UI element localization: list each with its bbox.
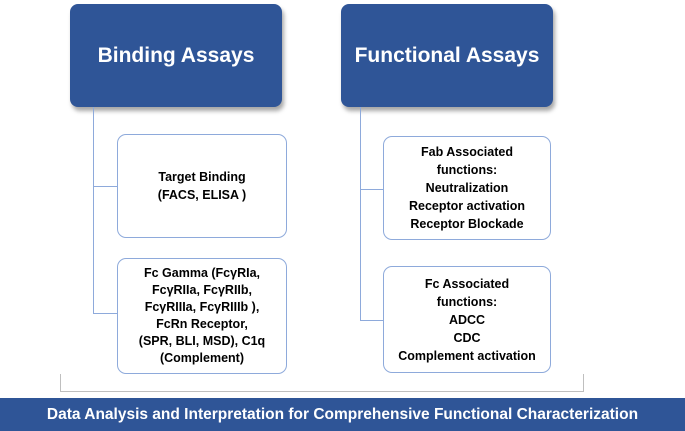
fc-associated-box: Fc Associated functions: ADCC CDC Comple… [383, 266, 551, 373]
target-binding-box: Target Binding (FACS, ELISA ) [117, 134, 287, 238]
fc-gamma-line-3: FcγRIIIa, FcγRIIIb ), [144, 300, 260, 314]
fc-gamma-line-4: FcRn Receptor, [156, 317, 248, 331]
functional-connector-branch-1 [360, 189, 383, 190]
fab-associated-line-5: Receptor Blockade [410, 217, 524, 231]
target-binding-line-1: Target Binding [158, 170, 246, 184]
fab-associated-line-3: Neutralization [425, 181, 509, 195]
binding-assays-header: Binding Assays [70, 4, 282, 107]
fc-gamma-line-2: FcγRIIa, FcγRIIb, [151, 283, 253, 297]
fc-gamma-line-5: (SPR, BLI, MSD), C1q [138, 334, 266, 348]
binding-connector-branch-2 [93, 313, 117, 314]
fc-associated-line-4: CDC [453, 330, 481, 345]
footer-text: Data Analysis and Interpretation for Com… [46, 405, 639, 423]
functional-assays-title: Functional Assays [354, 43, 540, 67]
fc-associated-line-3: ADCC [448, 312, 486, 327]
fc-gamma-line-6: (Complement) [159, 351, 245, 365]
functional-assays-header: Functional Assays [341, 4, 553, 107]
fab-associated-line-2: functions: [436, 163, 498, 177]
binding-connector-branch-1 [93, 186, 117, 187]
target-binding-line-2: (FACS, ELISA ) [157, 188, 247, 202]
fab-associated-box: Fab Associated functions: Neutralization… [383, 136, 551, 240]
fc-gamma-line-1: Fc Gamma (FcγRIa, [143, 266, 260, 280]
fab-associated-line-1: Fab Associated [421, 145, 513, 159]
summary-bracket [60, 374, 584, 392]
fab-associated-line-4: Receptor activation [408, 199, 525, 213]
fc-associated-line-1: Fc Associated [424, 276, 510, 291]
functional-connector-branch-2 [360, 320, 383, 321]
fc-associated-line-5: Complement activation [398, 348, 536, 363]
fc-associated-line-2: functions: [436, 294, 498, 309]
binding-connector-vertical [93, 107, 94, 313]
footer-banner: Data Analysis and Interpretation for Com… [0, 398, 685, 431]
functional-connector-vertical [360, 107, 361, 320]
fc-gamma-box: Fc Gamma (FcγRIa, FcγRIIa, FcγRIIb, FcγR… [117, 258, 287, 374]
binding-assays-title: Binding Assays [97, 43, 255, 67]
